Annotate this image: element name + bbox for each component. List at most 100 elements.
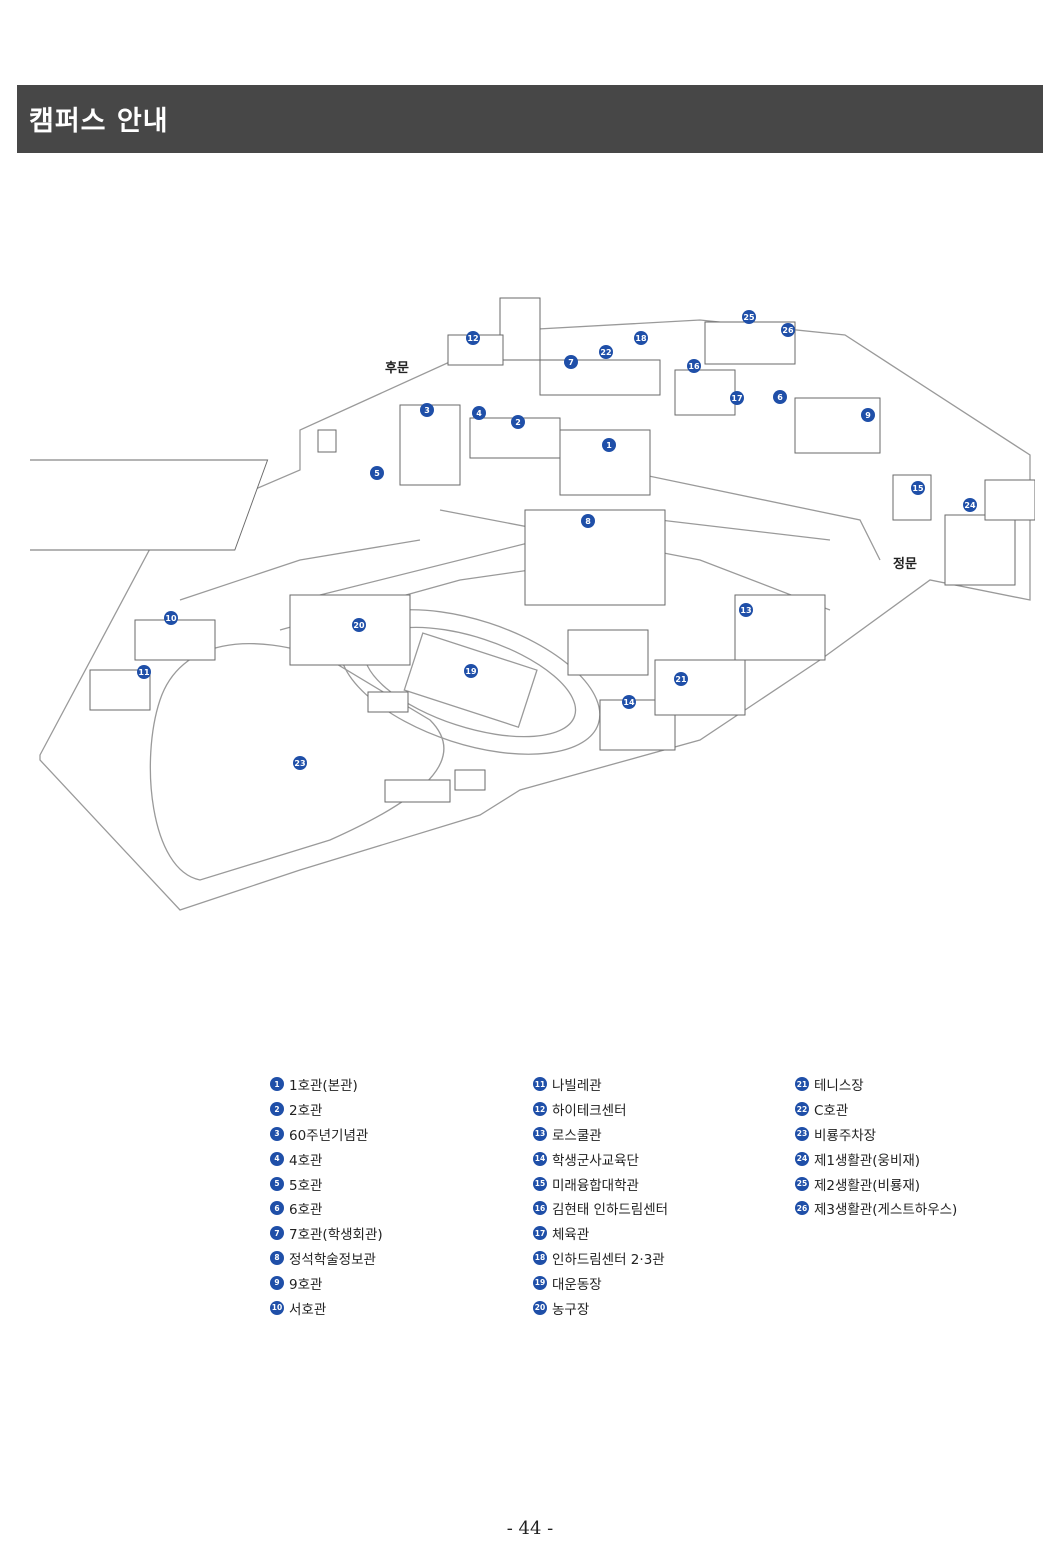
- svg-text:25: 25: [743, 313, 755, 322]
- svg-text:20: 20: [353, 621, 365, 630]
- building-60th: [399, 404, 461, 486]
- small-building-2: [454, 769, 486, 791]
- legend-label: 60주년기념관: [289, 1127, 369, 1144]
- legend-item: 13 로스쿨관: [533, 1122, 668, 1147]
- marker-12[interactable]: 12: [466, 331, 480, 345]
- building-24b: [984, 479, 1035, 521]
- marker-7[interactable]: 7: [564, 355, 578, 369]
- building-16: [674, 369, 736, 416]
- marker-15[interactable]: 15: [911, 481, 925, 495]
- svg-text:8: 8: [585, 517, 591, 526]
- marker-24[interactable]: 24: [963, 498, 977, 512]
- svg-text:21: 21: [675, 675, 687, 684]
- marker-13[interactable]: 13: [739, 603, 753, 617]
- svg-text:13: 13: [740, 606, 751, 615]
- legend-badge: 19: [533, 1275, 547, 1290]
- legend-badge: 8: [270, 1250, 284, 1265]
- marker-22[interactable]: 22: [599, 345, 613, 359]
- legend-badge: 6: [270, 1201, 284, 1216]
- legend-badge: 23: [795, 1126, 809, 1141]
- legend-badge: 9: [270, 1275, 284, 1290]
- legend-label: 로스쿨관: [552, 1127, 602, 1144]
- legend-label: 농구장: [552, 1301, 590, 1318]
- marker-1[interactable]: 1: [602, 438, 616, 452]
- legend-item: 16 김현태 인하드림센터: [533, 1196, 668, 1221]
- marker-8[interactable]: 8: [581, 514, 595, 528]
- marker-18[interactable]: 18: [634, 331, 648, 345]
- legend-badge: 21: [795, 1077, 809, 1092]
- road-3: [619, 469, 881, 561]
- legend-badge: 12: [533, 1102, 547, 1117]
- building-2: [469, 417, 561, 459]
- svg-text:10: 10: [165, 614, 177, 623]
- building-5-main: [30, 459, 269, 551]
- legend-label: 9호관: [289, 1276, 323, 1293]
- legend-label: 학생군사교육단: [552, 1152, 639, 1169]
- basketball-courts: [289, 594, 411, 666]
- marker-25[interactable]: 25: [742, 310, 756, 324]
- legend-item: 21 테니스장: [795, 1072, 957, 1097]
- legend-label: 제3생활관(게스트하우스): [814, 1202, 958, 1219]
- marker-3[interactable]: 3: [420, 403, 434, 417]
- svg-text:1: 1: [606, 441, 612, 450]
- legend-badge: 16: [533, 1201, 547, 1216]
- legend-badge: 4: [270, 1151, 284, 1166]
- marker-14[interactable]: 14: [622, 695, 636, 709]
- marker-11[interactable]: 11: [137, 665, 151, 679]
- campus-map-drawing: 후문 정문 1 2 3 4 5 6 7 8 9 10 11 12 13 14 1…: [30, 297, 1035, 911]
- marker-4[interactable]: 4: [472, 406, 486, 420]
- building-15: [892, 474, 932, 521]
- svg-text:14: 14: [623, 698, 635, 707]
- marker-5[interactable]: 5: [370, 466, 384, 480]
- legend-label: 김현태 인하드림센터: [552, 1202, 669, 1219]
- svg-text:15: 15: [912, 484, 924, 493]
- svg-text:4: 4: [476, 409, 482, 418]
- stands: [367, 691, 409, 713]
- legend-badge: 2: [270, 1102, 284, 1117]
- marker-26[interactable]: 26: [781, 323, 795, 337]
- marker-6[interactable]: 6: [773, 390, 787, 404]
- legend-badge: 7: [270, 1226, 284, 1241]
- marker-17[interactable]: 17: [730, 391, 744, 405]
- svg-text:23: 23: [294, 759, 305, 768]
- legend-label: 대운동장: [552, 1276, 602, 1293]
- legend-item: 9 9호관: [270, 1270, 383, 1295]
- marker-21[interactable]: 21: [674, 672, 688, 686]
- legend-badge: 25: [795, 1176, 809, 1191]
- marker-23[interactable]: 23: [293, 756, 307, 770]
- marker-9[interactable]: 9: [861, 408, 875, 422]
- building-dorm-25: [704, 321, 796, 365]
- legend-item: 19 대운동장: [533, 1270, 668, 1295]
- legend-label: 테니스장: [814, 1078, 864, 1095]
- marker-16[interactable]: 16: [687, 359, 701, 373]
- page-title: 캠퍼스 안내: [29, 106, 169, 137]
- legend-badge: 10: [270, 1300, 284, 1315]
- legend-badge: 3: [270, 1126, 284, 1141]
- marker-10[interactable]: 10: [164, 611, 178, 625]
- building-7: [539, 359, 661, 396]
- marker-19[interactable]: 19: [464, 664, 478, 678]
- back-gate-label: 후문: [385, 360, 409, 376]
- campus-map: 후문 정문 1 2 3 4 5 6 7 8 9 10 11 12 13 14 1…: [30, 290, 1035, 920]
- road-5: [179, 539, 421, 601]
- legend-badge: 5: [270, 1176, 284, 1191]
- small-building-1: [384, 779, 451, 803]
- legend-label: 체육관: [552, 1227, 590, 1244]
- legend-item: 3 60주년기념관: [270, 1122, 383, 1147]
- marker-20[interactable]: 20: [352, 618, 366, 632]
- marker-2[interactable]: 2: [511, 415, 525, 429]
- svg-text:11: 11: [138, 668, 150, 677]
- legend-badge: 13: [533, 1126, 547, 1141]
- page-number: - 44 -: [506, 1518, 554, 1539]
- svg-text:18: 18: [635, 334, 647, 343]
